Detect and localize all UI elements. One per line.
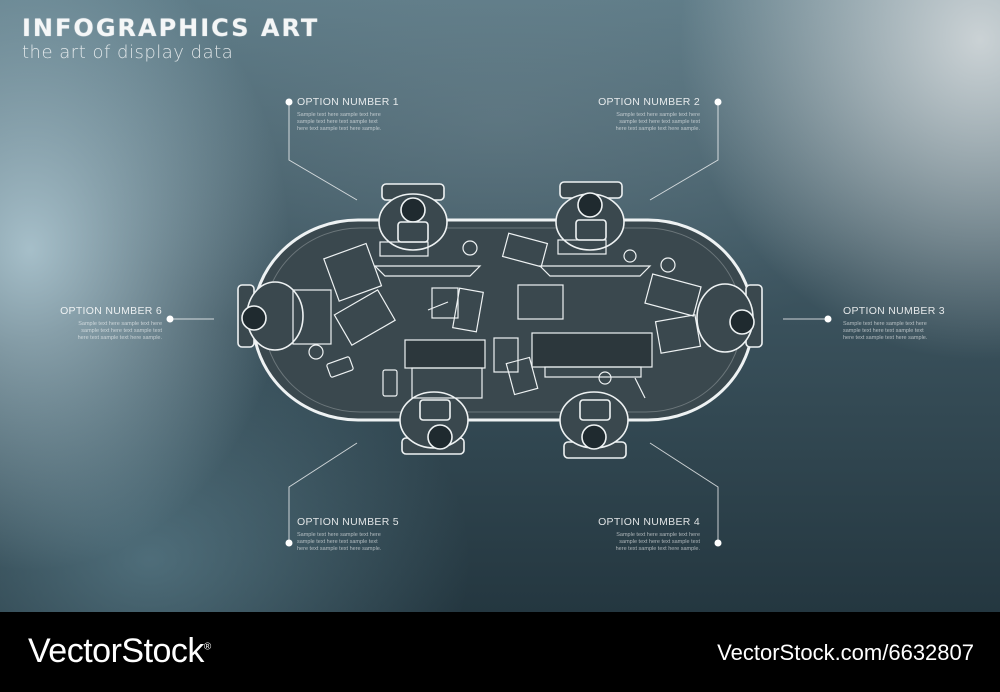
- seated-people: [237, 181, 763, 459]
- connector-option-5: [288, 442, 358, 543]
- option-label: OPTION NUMBER 5: [297, 516, 399, 528]
- trademark-symbol: ®: [203, 641, 211, 653]
- document-icon: [323, 242, 383, 302]
- monitor-icon: [373, 265, 482, 277]
- watermark-footer: VectorStock® VectorStock.com/6632807: [0, 612, 1000, 692]
- option-label: OPTION NUMBER 6: [60, 305, 162, 317]
- pen-icon: [634, 377, 646, 399]
- connector-option-4: [649, 442, 719, 543]
- image-url: VectorStock.com/6632807: [717, 640, 974, 665]
- notepad-icon: [431, 287, 459, 319]
- document-icon: [517, 284, 564, 320]
- option-1: OPTION NUMBER 1 Sample text here sample …: [297, 96, 447, 133]
- option-label: OPTION NUMBER 2: [598, 96, 700, 108]
- connector-option-1: [288, 102, 358, 201]
- option-label: OPTION NUMBER 4: [598, 516, 700, 528]
- pen-icon: [427, 301, 449, 311]
- meeting-table: [251, 218, 755, 422]
- infographic-canvas: INFOGRAPHICS ART the art of display data: [0, 0, 1000, 612]
- brand-logo: VectorStock®: [28, 632, 211, 671]
- phone-icon: [326, 356, 354, 378]
- connector-lines: [166, 98, 832, 547]
- keyboard-icon: [557, 239, 607, 255]
- table-items: [292, 232, 702, 399]
- option-4: OPTION NUMBER 4 Sample text here sample …: [550, 516, 700, 553]
- mouse-icon: [623, 249, 637, 263]
- notepad-icon: [505, 356, 539, 396]
- laptop-base-icon: [544, 366, 642, 378]
- option-3: OPTION NUMBER 3 Sample text here sample …: [843, 305, 993, 342]
- monitor-icon: [538, 265, 652, 277]
- laptop-screen-icon: [531, 332, 653, 368]
- option-body: Sample text here sample text here sample…: [297, 532, 382, 552]
- option-body: Sample text here sample text here sample…: [297, 112, 382, 132]
- keyboard-icon: [379, 241, 429, 257]
- document-icon: [654, 314, 702, 354]
- option-5: OPTION NUMBER 5 Sample text here sample …: [297, 516, 447, 553]
- laptop-keyboard-icon: [411, 367, 483, 399]
- option-label: OPTION NUMBER 1: [297, 96, 399, 108]
- connector-option-2: [649, 102, 719, 201]
- laptop-icon: [292, 289, 332, 345]
- option-body: Sample text here sample text here sample…: [615, 532, 700, 552]
- notepad-icon: [493, 337, 519, 373]
- option-2: OPTION NUMBER 2 Sample text here sample …: [550, 96, 700, 133]
- laptop-screen-icon: [404, 339, 486, 369]
- magnifier-icon: [660, 257, 676, 273]
- notepad-icon: [452, 287, 484, 333]
- option-body: Sample text here sample text here sample…: [77, 321, 162, 341]
- option-body: Sample text here sample text here sample…: [843, 321, 928, 341]
- document-icon: [644, 273, 702, 317]
- document-icon: [501, 232, 549, 268]
- option-6: OPTION NUMBER 6 Sample text here sample …: [12, 305, 162, 342]
- option-body: Sample text here sample text here sample…: [615, 112, 700, 132]
- document-icon: [333, 289, 396, 347]
- page-subtitle: the art of display data: [22, 42, 234, 63]
- brand-name: VectorStock: [28, 632, 204, 670]
- coffee-cup-icon: [462, 240, 478, 256]
- phone-icon: [382, 369, 398, 397]
- page-title: INFOGRAPHICS ART: [22, 14, 320, 42]
- meeting-table-illustration: [166, 98, 832, 547]
- option-label: OPTION NUMBER 3: [843, 305, 945, 317]
- coffee-cup-icon: [308, 344, 324, 360]
- mouse-icon: [598, 371, 612, 385]
